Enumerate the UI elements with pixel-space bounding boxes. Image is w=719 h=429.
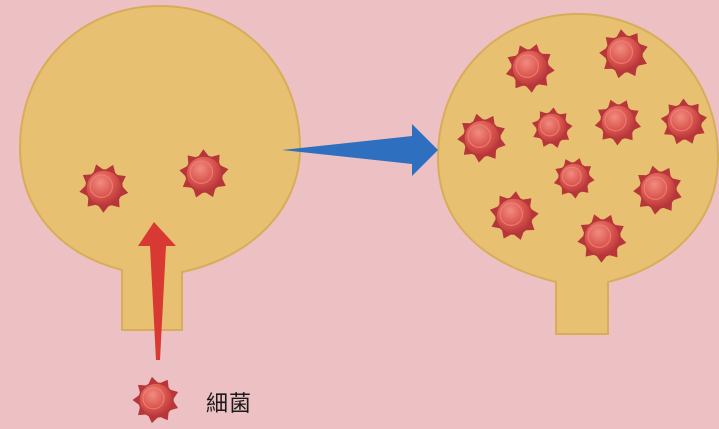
bacterium-icon: [660, 98, 707, 145]
bacterium-icon: [179, 149, 229, 198]
bacteria-label: 細菌: [206, 392, 253, 417]
bacterium-icon: [489, 191, 539, 240]
bacterium-icon: [531, 107, 573, 148]
bacterium-icon: [577, 214, 627, 263]
bacterium-icon: [553, 158, 595, 199]
flask-before: [18, 4, 302, 331]
bacterium-icon: [79, 164, 129, 213]
bacterium-icon: [594, 99, 641, 146]
growth-arrow: [282, 124, 438, 176]
bacterium-icon: [457, 113, 506, 163]
bacterium-icon: [633, 165, 682, 215]
entry-arrow: [138, 222, 176, 360]
bacterium-icon: [132, 376, 179, 424]
bacterium-icon: [505, 44, 555, 93]
bacterium-icon: [599, 29, 648, 79]
